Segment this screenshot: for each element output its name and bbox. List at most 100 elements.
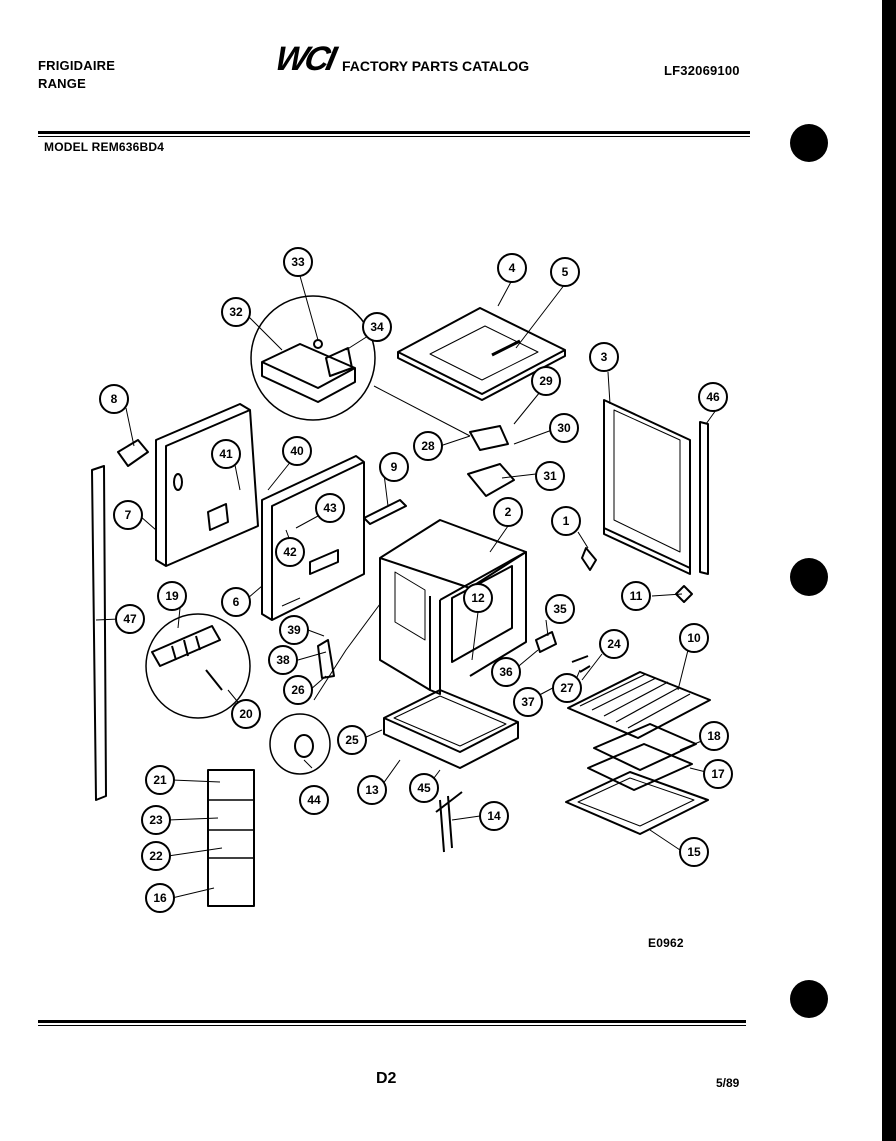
callout-label: 47 xyxy=(123,612,137,626)
callout-label: 7 xyxy=(125,508,132,522)
callout-circle xyxy=(535,461,565,491)
callout-47: 47 xyxy=(115,604,145,634)
callout-label: 23 xyxy=(149,813,163,827)
callout-circle xyxy=(549,413,579,443)
broiler-pan xyxy=(587,723,697,791)
oven-body xyxy=(379,519,527,695)
callout-41: 41 xyxy=(211,439,241,469)
callout-label: 32 xyxy=(229,305,243,319)
callout-circle xyxy=(551,506,581,536)
callout-circle xyxy=(113,500,143,530)
callout-label: 3 xyxy=(601,350,608,364)
header-rule xyxy=(38,131,750,134)
side-trim-strip xyxy=(91,465,107,801)
callout-circle xyxy=(550,257,580,287)
product-type: RANGE xyxy=(38,76,86,91)
callout-label: 34 xyxy=(370,320,384,334)
callout-label: 22 xyxy=(149,849,163,863)
callout-label: 8 xyxy=(111,392,118,406)
revision-date: 5/89 xyxy=(716,1076,740,1090)
callout-circle xyxy=(299,785,329,815)
callout-27: 27 xyxy=(552,673,582,703)
callout-label: 26 xyxy=(291,683,305,697)
catalog-title: FACTORY PARTS CATALOG xyxy=(342,58,530,74)
callout-28: 28 xyxy=(413,431,443,461)
callout-9: 9 xyxy=(379,452,409,482)
callout-5: 5 xyxy=(550,257,580,287)
callout-label: 1 xyxy=(563,514,570,528)
callout-circle xyxy=(497,253,527,283)
callout-circle xyxy=(599,629,629,659)
hardware-legend-box xyxy=(207,769,255,907)
callout-label: 40 xyxy=(290,444,304,458)
callout-circle xyxy=(275,537,305,567)
callout-2: 2 xyxy=(493,497,523,527)
callout-17: 17 xyxy=(703,759,733,789)
brand-name: FRIGIDAIRE xyxy=(38,58,116,73)
callout-40: 40 xyxy=(282,436,312,466)
callout-43: 43 xyxy=(315,493,345,523)
callout-label: 15 xyxy=(687,845,701,859)
callout-circle xyxy=(283,675,313,705)
pilot-tube xyxy=(317,639,335,679)
callout-circle xyxy=(99,384,129,414)
callout-33: 33 xyxy=(283,247,313,277)
callout-21: 21 xyxy=(145,765,175,795)
model-number: MODEL REM636BD4 xyxy=(44,140,165,154)
callout-label: 41 xyxy=(219,447,233,461)
callout-circle xyxy=(357,775,387,805)
callout-circle xyxy=(463,583,493,613)
callout-circle xyxy=(679,837,709,867)
callout-label: 33 xyxy=(291,255,305,269)
callout-31: 31 xyxy=(535,461,565,491)
catalog-number: LF32069100 xyxy=(664,63,740,78)
callout-4: 4 xyxy=(497,253,527,283)
callout-label: 12 xyxy=(471,591,485,605)
callout-32: 32 xyxy=(221,297,251,327)
callout-label: 46 xyxy=(706,390,720,404)
callout-circle xyxy=(141,805,171,835)
callout-label: 5 xyxy=(562,265,569,279)
callout-label: 10 xyxy=(687,631,701,645)
diagram-code: E0962 xyxy=(648,936,684,950)
callout-39: 39 xyxy=(279,615,309,645)
callout-circle xyxy=(141,841,171,871)
leveling-legs xyxy=(435,791,463,853)
callout-circle xyxy=(698,382,728,412)
callout-38: 38 xyxy=(268,645,298,675)
callout-label: 31 xyxy=(543,469,557,483)
callout-circle xyxy=(703,759,733,789)
callout-circle xyxy=(283,247,313,277)
callout-label: 16 xyxy=(153,891,167,905)
callout-label: 30 xyxy=(557,421,571,435)
callout-label: 29 xyxy=(539,374,553,388)
callout-15: 15 xyxy=(679,837,709,867)
callout-label: 6 xyxy=(233,595,240,609)
callout-13: 13 xyxy=(357,775,387,805)
callout-1: 1 xyxy=(551,506,581,536)
callout-label: 17 xyxy=(711,767,725,781)
callout-circle xyxy=(513,687,543,717)
bracket-35 xyxy=(535,631,557,653)
callout-22: 22 xyxy=(141,841,171,871)
callout-20: 20 xyxy=(231,699,261,729)
callout-circle xyxy=(362,312,392,342)
callout-10: 10 xyxy=(679,623,709,653)
callout-7: 7 xyxy=(113,500,143,530)
callout-label: 19 xyxy=(165,589,179,603)
callout-circle xyxy=(413,431,443,461)
callout-label: 21 xyxy=(153,773,167,787)
callout-45: 45 xyxy=(409,773,439,803)
vent-cover xyxy=(117,439,149,467)
callout-44: 44 xyxy=(299,785,329,815)
callout-label: 4 xyxy=(509,261,516,275)
header-rule-thin xyxy=(38,136,750,137)
callout-circle xyxy=(621,581,651,611)
callout-37: 37 xyxy=(513,687,543,717)
callout-circle xyxy=(545,594,575,624)
callout-26: 26 xyxy=(283,675,313,705)
page-edge-border xyxy=(882,0,896,1141)
binder-hole-bottom xyxy=(790,980,828,1018)
callout-circle xyxy=(282,436,312,466)
callout-circle xyxy=(221,587,251,617)
